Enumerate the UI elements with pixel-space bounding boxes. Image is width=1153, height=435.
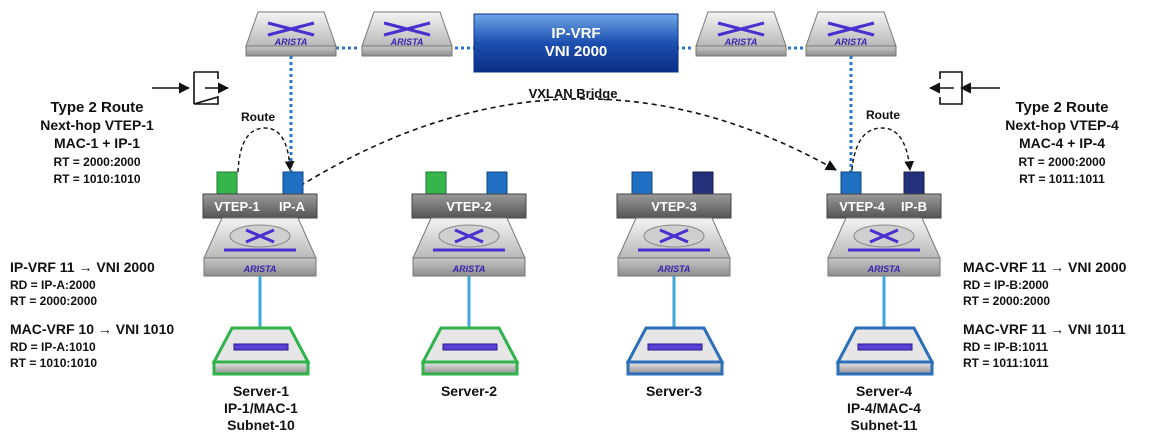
vtep-port-blue — [631, 171, 653, 195]
switch-arrows-icon — [638, 228, 710, 252]
route-import-icon-right — [928, 71, 1000, 105]
leaf-server-links — [258, 276, 886, 328]
svg-text:RT = 1010:1010: RT = 1010:1010 — [53, 172, 140, 186]
vtep-port-blue — [840, 171, 862, 195]
leaf-vtep-2: VTEP-2 ARISTA — [411, 171, 527, 277]
svg-text:MAC-VRF 11 → VNI 1011: MAC-VRF 11 → VNI 1011 — [963, 321, 1126, 337]
server-1-labels: Server-1 IP-1/MAC-1 Subnet-10 — [224, 383, 298, 433]
spine-switch: ARISTA — [245, 11, 337, 57]
svg-text:RT = 2000:2000: RT = 2000:2000 — [1018, 155, 1105, 169]
svg-text:VTEP-3: VTEP-3 — [651, 199, 697, 214]
svg-text:VTEP-4: VTEP-4 — [839, 199, 885, 214]
svg-text:Subnet-10: Subnet-10 — [227, 417, 295, 433]
svg-text:ARISTA: ARISTA — [452, 264, 486, 274]
switch-arrows-icon — [224, 228, 296, 252]
server-4 — [835, 326, 935, 376]
switch-arrows-icon — [383, 21, 431, 37]
svg-text:IP-1/MAC-1: IP-1/MAC-1 — [224, 400, 298, 416]
vtep-port-blue — [282, 171, 304, 195]
server-3 — [625, 326, 725, 376]
type2-route-left: Type 2 Route Next-hop VTEP-1 MAC-1 + IP-… — [40, 99, 154, 186]
server-3-label: Server-3 — [646, 383, 702, 399]
svg-text:RD = IP-B:1011: RD = IP-B:1011 — [963, 340, 1048, 354]
svg-text:ARISTA: ARISTA — [243, 264, 277, 274]
svg-text:MAC-4 + IP-4: MAC-4 + IP-4 — [1019, 135, 1105, 151]
server-2 — [420, 326, 520, 376]
svg-text:ARISTA: ARISTA — [724, 37, 758, 47]
svg-text:Next-hop VTEP-1: Next-hop VTEP-1 — [40, 117, 154, 133]
svg-text:VTEP-2: VTEP-2 — [446, 199, 492, 214]
vtep-port-green — [216, 171, 238, 195]
route-label-right: Route — [866, 108, 900, 122]
svg-text:Type 2 Route: Type 2 Route — [50, 99, 143, 116]
svg-text:IP-A: IP-A — [279, 199, 306, 214]
spine-switch: ARISTA — [361, 11, 453, 57]
svg-text:Subnet-11: Subnet-11 — [851, 417, 918, 433]
svg-text:Server-4: Server-4 — [856, 383, 912, 399]
switch-arrows-icon — [717, 21, 765, 37]
svg-text:RD = IP-B:2000: RD = IP-B:2000 — [963, 278, 1049, 292]
svg-text:Type 2 Route: Type 2 Route — [1015, 99, 1108, 116]
switch-arrows-icon — [848, 228, 920, 252]
svg-text:Next-hop VTEP-4: Next-hop VTEP-4 — [1005, 117, 1119, 133]
svg-text:RT = 2000:2000: RT = 2000:2000 — [963, 294, 1050, 308]
svg-text:ARISTA: ARISTA — [390, 37, 424, 47]
svg-text:ARISTA: ARISTA — [834, 37, 868, 47]
svg-text:ARISTA: ARISTA — [867, 264, 901, 274]
vtep-port-green — [425, 171, 447, 195]
spine-switch: ARISTA — [805, 11, 897, 57]
vtep-port-navy — [692, 171, 714, 195]
svg-text:RT = 2000:2000: RT = 2000:2000 — [10, 294, 97, 308]
switch-arrows-icon — [433, 228, 505, 252]
svg-text:IP-VRF: IP-VRF — [551, 25, 600, 42]
svg-text:RT = 1011:1011: RT = 1011:1011 — [1019, 172, 1105, 186]
svg-text:Server-1: Server-1 — [233, 383, 289, 399]
svg-text:VTEP-1: VTEP-1 — [214, 199, 260, 214]
route-loop-right — [851, 127, 915, 171]
right-vrf-config: MAC-VRF 11 → VNI 2000 RD = IP-B:2000 RT … — [963, 259, 1127, 370]
vtep-port-navy — [903, 171, 925, 195]
ip-vrf-box: IP-VRF VNI 2000 — [473, 13, 679, 73]
svg-text:RD = IP-A:2000: RD = IP-A:2000 — [10, 278, 96, 292]
switch-arrows-icon — [267, 21, 315, 37]
server-1 — [211, 326, 311, 376]
svg-text:VNI 2000: VNI 2000 — [545, 43, 608, 60]
type2-route-right: Type 2 Route Next-hop VTEP-4 MAC-4 + IP-… — [1005, 99, 1119, 186]
server-4-labels: Server-4 IP-4/MAC-4 Subnet-11 — [847, 383, 921, 433]
svg-text:RT = 2000:2000: RT = 2000:2000 — [53, 155, 140, 169]
svg-text:ARISTA: ARISTA — [657, 264, 691, 274]
route-import-icon-left — [152, 71, 230, 105]
svg-text:RD = IP-A:1010: RD = IP-A:1010 — [10, 340, 96, 354]
server-2-label: Server-2 — [441, 383, 497, 399]
route-label-left: Route — [241, 110, 275, 124]
svg-text:IP-4/MAC-4: IP-4/MAC-4 — [847, 400, 921, 416]
route-loop-left — [237, 127, 295, 173]
vxlan-bridge-label: VXLAN Bridge — [529, 86, 618, 101]
svg-text:RT = 1011:1011: RT = 1011:1011 — [963, 356, 1049, 370]
svg-text:MAC-VRF 11 → VNI 2000: MAC-VRF 11 → VNI 2000 — [963, 259, 1127, 275]
leaf-vtep-4: VTEP-4 IP-B ARISTA — [826, 171, 942, 277]
spine-switch: ARISTA — [695, 11, 787, 57]
svg-text:ARISTA: ARISTA — [274, 37, 308, 47]
svg-text:MAC-VRF 10 → VNI 1010: MAC-VRF 10 → VNI 1010 — [10, 321, 174, 337]
svg-text:MAC-1 + IP-1: MAC-1 + IP-1 — [54, 135, 140, 151]
vtep-port-blue — [486, 171, 508, 195]
svg-text:IP-VRF 11 → VNI 2000: IP-VRF 11 → VNI 2000 — [10, 259, 155, 275]
leaf-vtep-1: VTEP-1 IP-A ARISTA — [202, 171, 318, 277]
vxlan-bridge-arc — [299, 98, 837, 187]
svg-text:IP-B: IP-B — [901, 199, 927, 214]
svg-text:RT = 1010:1010: RT = 1010:1010 — [10, 356, 97, 370]
left-vrf-config: IP-VRF 11 → VNI 2000 RD = IP-A:2000 RT =… — [10, 259, 174, 370]
leaf-vtep-3: VTEP-3 ARISTA — [616, 171, 732, 277]
switch-arrows-icon — [827, 21, 875, 37]
